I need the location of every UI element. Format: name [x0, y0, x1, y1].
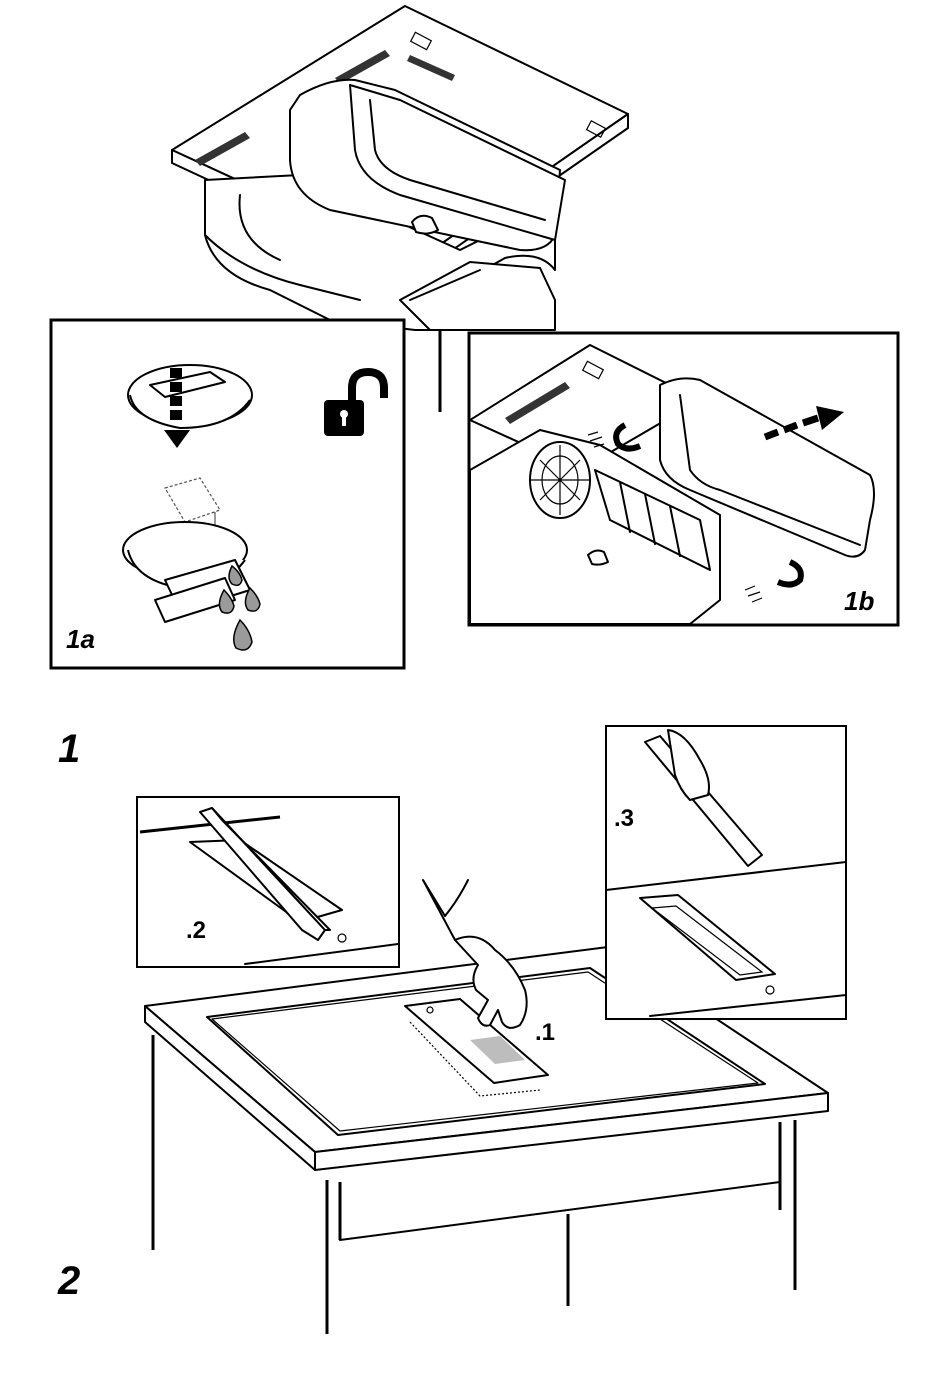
- sub-1-label: .1: [535, 1019, 555, 1046]
- step-2-label: 2: [57, 1259, 80, 1303]
- sub-3-label: .3: [614, 805, 634, 832]
- fan: [530, 442, 590, 518]
- panel-1b: 1b: [469, 333, 898, 625]
- step-1-label: 1: [58, 727, 80, 771]
- inset-3: .3: [606, 726, 846, 1019]
- panel-1b-label: 1b: [844, 586, 874, 616]
- panel-1a: 1a: [51, 320, 404, 668]
- inset-2: .2: [137, 797, 399, 967]
- sub-2-label: .2: [186, 917, 206, 944]
- panel-1a-label: 1a: [66, 624, 95, 654]
